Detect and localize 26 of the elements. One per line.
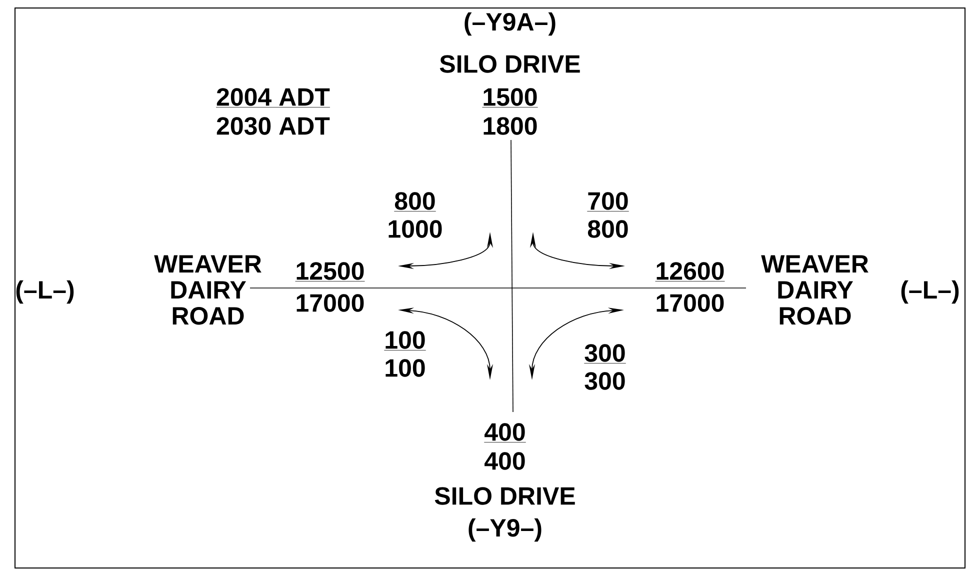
volume-figure: 300: [584, 372, 625, 390]
route-label: (–L–): [16, 280, 74, 304]
volume-figure: 1000: [388, 220, 442, 238]
route-label: (–L–): [901, 280, 959, 304]
volume-figure: 400: [484, 452, 525, 470]
volume-figure: 800: [588, 220, 628, 238]
volume-figure: 1500: [482, 88, 538, 108]
volume-figure: 100: [384, 331, 426, 350]
road-name: WEAVER DAIRY ROAD: [761, 255, 868, 325]
route-label: (–Y9–): [468, 518, 542, 542]
volume-figure: 17000: [296, 294, 364, 312]
road-name: WEAVER DAIRY ROAD: [154, 255, 262, 325]
road-name: SILO DRIVE: [434, 487, 575, 505]
volume-figure: 17000: [656, 294, 724, 312]
route-label: (–Y9A–): [464, 12, 556, 36]
volume-figure: 12500: [295, 262, 365, 282]
road-name: SILO DRIVE: [440, 55, 580, 73]
year-label: 2004 ADT: [216, 88, 330, 108]
volume-figure: 300: [584, 344, 626, 364]
volume-figure: 12600: [655, 262, 725, 282]
volume-figure: 800: [394, 192, 436, 212]
volume-figure: 400: [484, 423, 526, 442]
volume-figure: 100: [386, 359, 425, 377]
volume-figure: 700: [586, 192, 630, 212]
year-label: 2030 ADT: [216, 117, 330, 135]
volume-figure: 1800: [484, 117, 537, 135]
